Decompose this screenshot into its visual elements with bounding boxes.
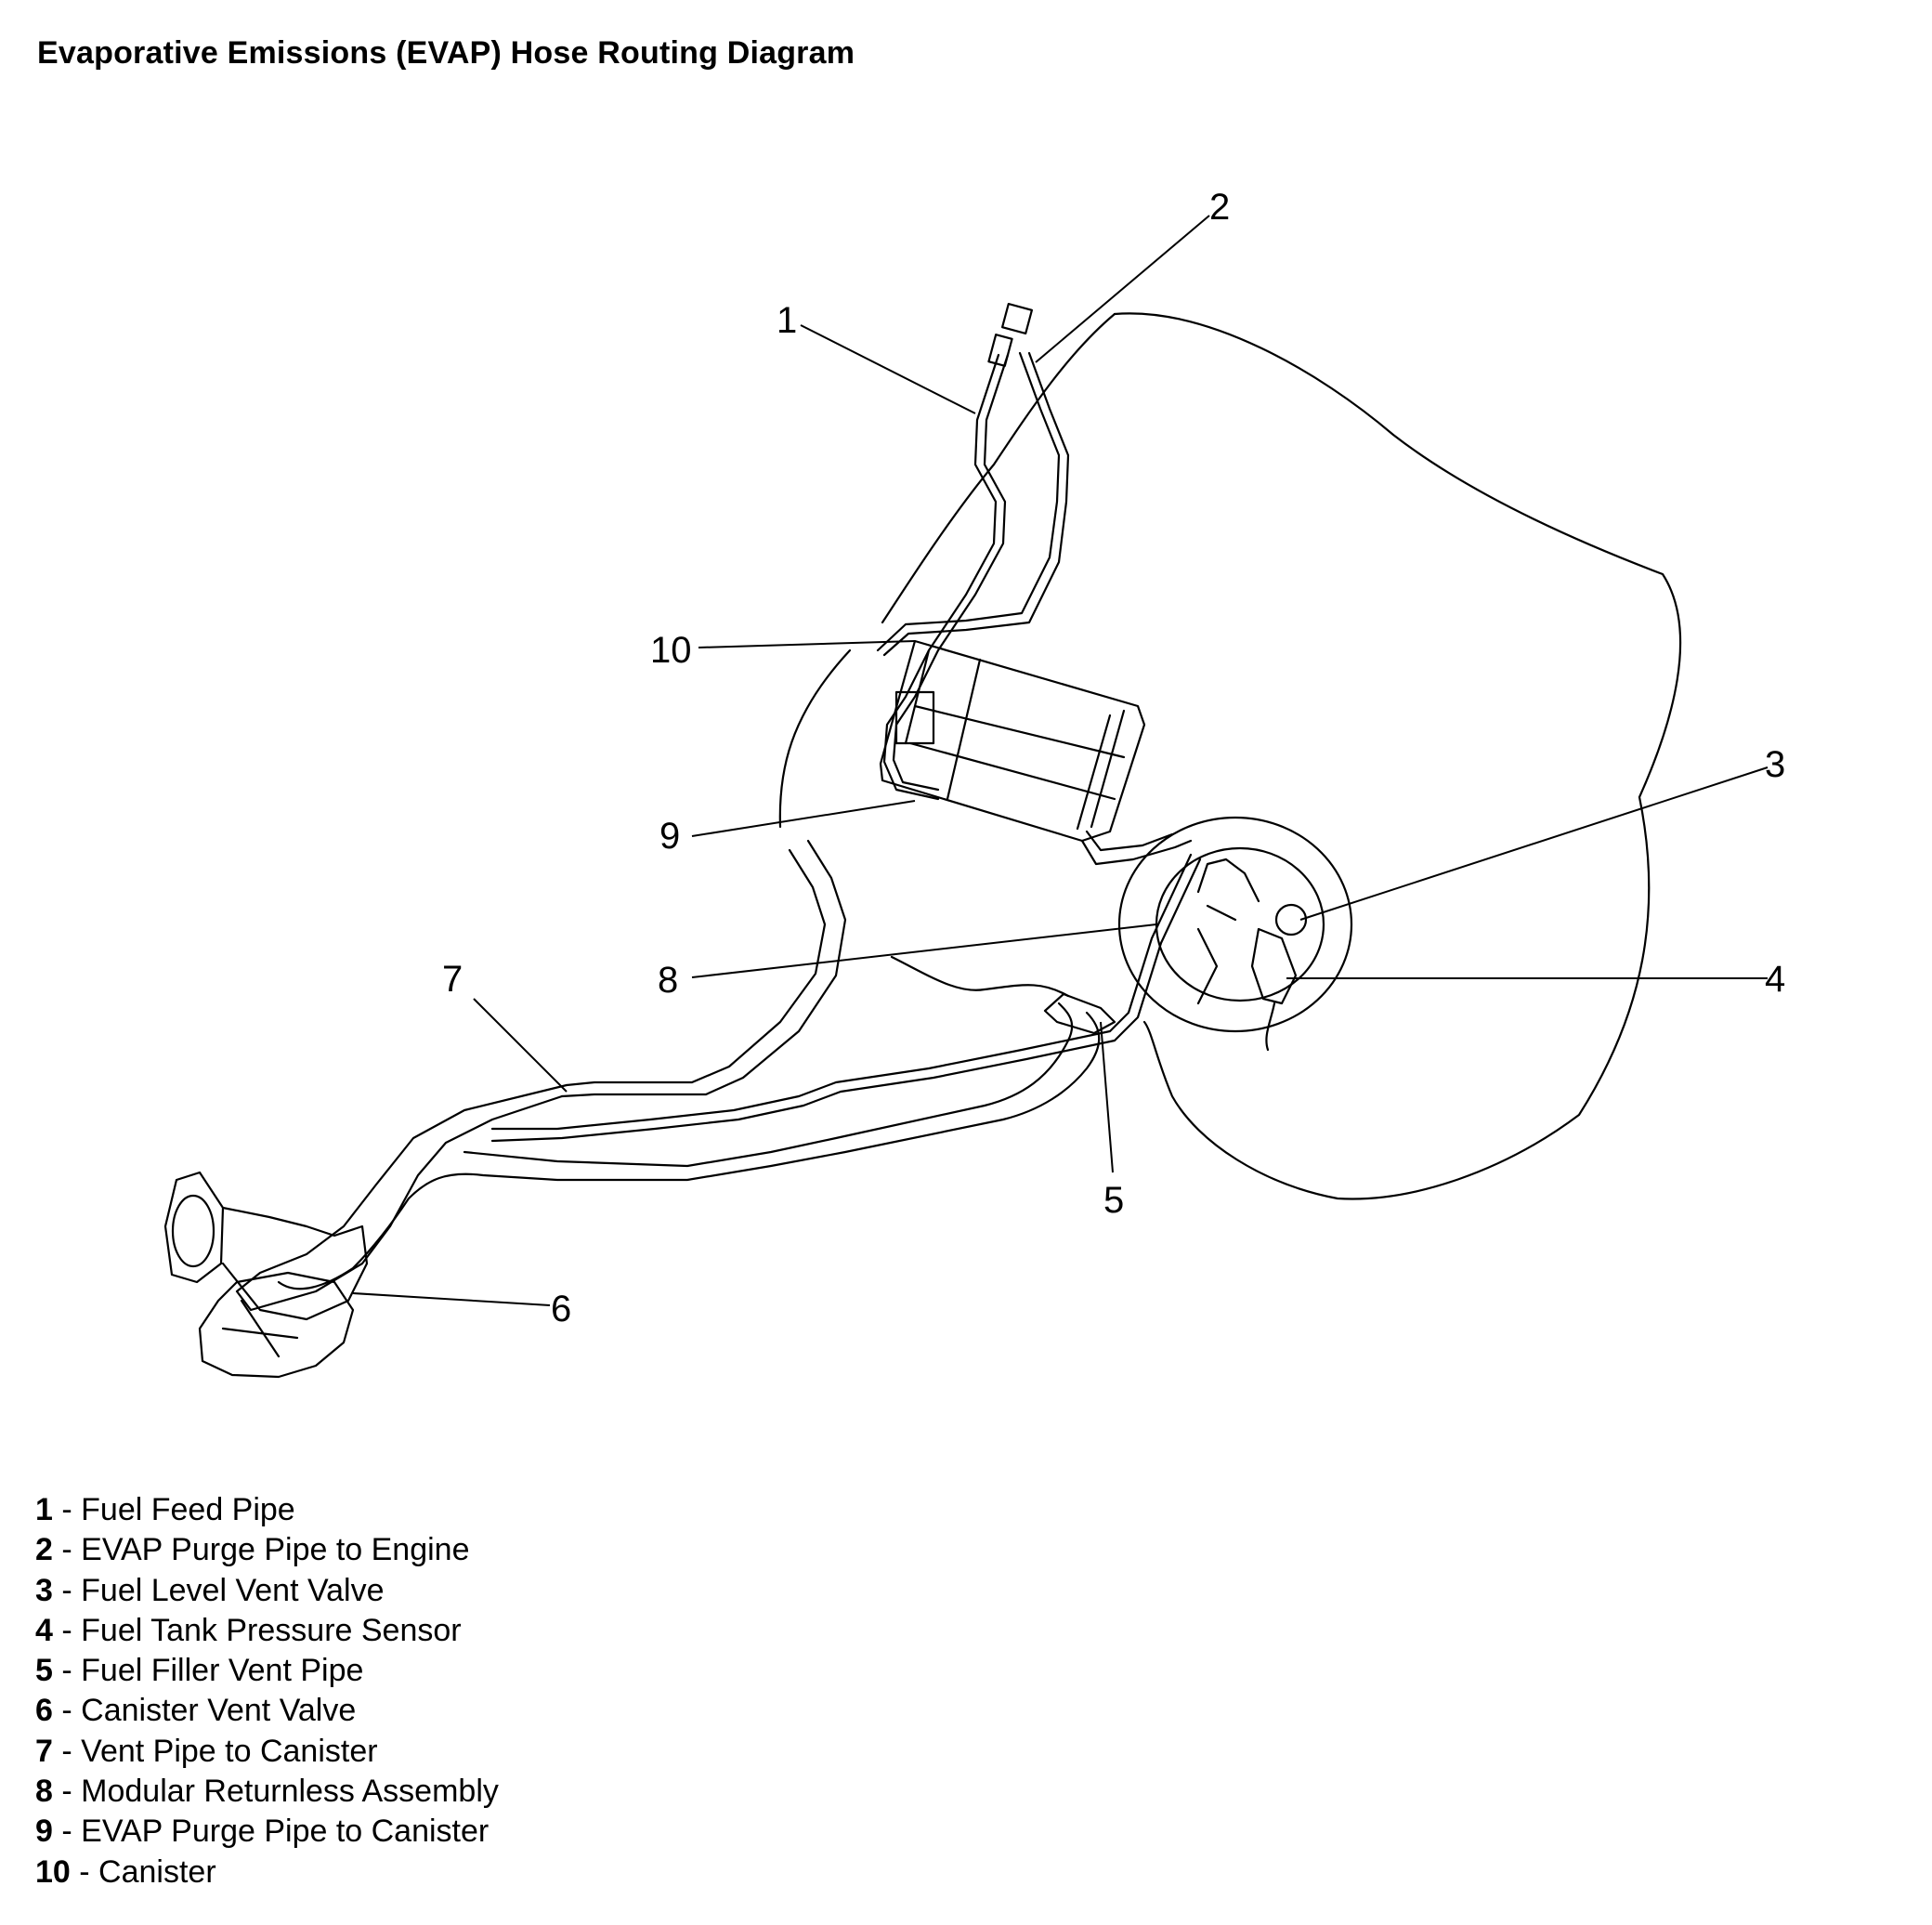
- callout-9: 9: [659, 816, 680, 857]
- legend-number: 2: [35, 1532, 53, 1568]
- fuel-level-vent-valve: [1274, 903, 1308, 936]
- legend-item: 9 - EVAP Purge Pipe to Canister: [35, 1812, 499, 1852]
- legend-item: 2 - EVAP Purge Pipe to Engine: [35, 1530, 499, 1570]
- legend-number: 10: [35, 1853, 71, 1890]
- diagram-title: Evaporative Emissions (EVAP) Hose Routin…: [37, 35, 855, 71]
- legend-item: 7 - Vent Pipe to Canister: [35, 1732, 499, 1772]
- legend-label: EVAP Purge Pipe to Engine: [81, 1532, 470, 1568]
- evap-purge-pipe-engine: [876, 351, 1061, 652]
- callout-8: 8: [658, 960, 678, 1001]
- leader-line-1: [800, 324, 976, 414]
- legend: 1 - Fuel Feed Pipe 2 - EVAP Purge Pipe t…: [35, 1490, 499, 1892]
- fuel-feed-pipe-inner: [892, 353, 1010, 792]
- legend-item: 8 - Modular Returnless Assembly: [35, 1772, 499, 1812]
- filler-pipe-lower: [277, 1011, 1101, 1290]
- legend-item: 5 - Fuel Filler Vent Pipe: [35, 1651, 499, 1691]
- legend-number: 5: [35, 1653, 53, 1689]
- evap-diagram: 1 2 3 4 5 6 7 8 9 10: [163, 187, 1785, 1379]
- legend-label: Vent Pipe to Canister: [81, 1733, 378, 1769]
- callout-4: 4: [1765, 959, 1785, 1000]
- fuel-tank-outline-left: [881, 312, 1116, 624]
- modular-returnless-assembly: [1117, 816, 1353, 1033]
- vent-pipe-to-canister: [560, 839, 847, 1098]
- legend-separator: -: [52, 1572, 82, 1608]
- vent-pipe-to-canister-inner: [565, 848, 827, 1087]
- callout-3: 3: [1765, 744, 1785, 785]
- filler-vent-neck: [1043, 992, 1116, 1035]
- legend-number: 6: [35, 1693, 53, 1729]
- legend-label: Modular Returnless Assembly: [81, 1774, 499, 1810]
- leader-line-7: [473, 998, 568, 1093]
- legend-label: EVAP Purge Pipe to Canister: [81, 1814, 490, 1850]
- callout-1: 1: [777, 300, 797, 341]
- filler-neck-body: [221, 1206, 369, 1321]
- leader-line-6: [352, 1292, 551, 1306]
- vent-pipe-continuation: [235, 1083, 568, 1312]
- legend-number: 8: [35, 1774, 53, 1810]
- legend-number: 7: [35, 1733, 53, 1769]
- fuel-filler-vent-pipe: [490, 853, 1193, 1131]
- legend-item: 1 - Fuel Feed Pipe: [35, 1490, 499, 1530]
- legend-separator: -: [52, 1693, 82, 1729]
- legend-number: 3: [35, 1572, 53, 1608]
- legend-label: Fuel Feed Pipe: [81, 1492, 295, 1527]
- module-detail: [1196, 858, 1260, 1005]
- leader-line-8: [691, 923, 1157, 978]
- canister-to-module-line: [1080, 830, 1193, 866]
- legend-separator: -: [52, 1814, 82, 1850]
- legend-separator: -: [70, 1853, 99, 1890]
- legend-label: Canister Vent Valve: [81, 1693, 357, 1729]
- leader-line-9: [691, 800, 916, 837]
- canister-detail: [904, 648, 1126, 831]
- canister-port: [894, 690, 935, 745]
- legend-separator: -: [52, 1733, 82, 1769]
- legend-label: Fuel Tank Pressure Sensor: [81, 1612, 462, 1648]
- fuel-filler-vent-pipe-inner: [490, 858, 1202, 1143]
- callout-10: 10: [650, 630, 692, 671]
- legend-separator: -: [52, 1532, 82, 1568]
- fuel-tank-pressure-sensor: [1250, 927, 1298, 1052]
- leader-line-10: [698, 640, 916, 648]
- top-connector-1: [1000, 302, 1034, 335]
- legend-separator: -: [52, 1612, 82, 1648]
- leader-line-2: [1035, 215, 1210, 363]
- canister-vent-valve: [198, 1271, 355, 1379]
- legend-item: 10 - Canister: [35, 1853, 499, 1892]
- leader-line-5: [1100, 1021, 1114, 1173]
- legend-label: Fuel Level Vent Valve: [81, 1572, 385, 1608]
- fuel-tank-outline: [1113, 312, 1682, 1200]
- callout-2: 2: [1209, 187, 1230, 228]
- legend-number: 1: [35, 1492, 53, 1527]
- callout-6: 6: [551, 1289, 571, 1329]
- top-connector-2: [987, 334, 1013, 367]
- legend-item: 3 - Fuel Level Vent Valve: [35, 1571, 499, 1611]
- legend-item: 6 - Canister Vent Valve: [35, 1691, 499, 1731]
- evap-purge-pipe-engine-inner: [882, 351, 1070, 657]
- callout-5: 5: [1103, 1180, 1124, 1221]
- filler-pipe-upper: [463, 1002, 1074, 1168]
- canister-body: [879, 639, 1146, 843]
- legend-label: Canister: [98, 1853, 216, 1890]
- legend-number: 4: [35, 1612, 53, 1648]
- legend-separator: -: [52, 1774, 82, 1810]
- fuel-tank-outline-lower: [778, 648, 1070, 998]
- legend-separator: -: [52, 1492, 82, 1527]
- legend-item: 4 - Fuel Tank Pressure Sensor: [35, 1611, 499, 1651]
- legend-number: 9: [35, 1814, 53, 1850]
- leader-line-3: [1299, 766, 1769, 921]
- legend-separator: -: [52, 1653, 82, 1689]
- filler-neck-opening: [171, 1194, 215, 1268]
- callout-7: 7: [442, 959, 463, 1000]
- fuel-feed-pipe: [882, 353, 1000, 801]
- filler-neck-flange: [163, 1171, 225, 1284]
- legend-label: Fuel Filler Vent Pipe: [81, 1653, 364, 1689]
